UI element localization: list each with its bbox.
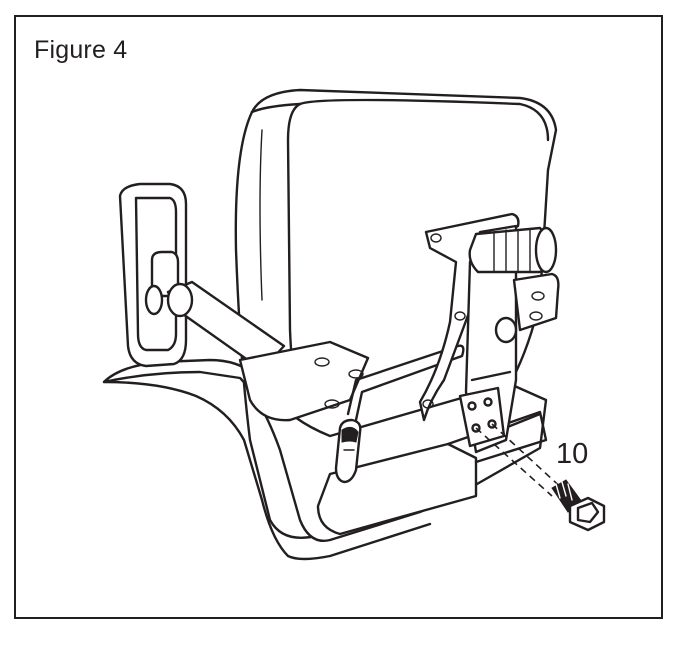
bolt-part-10 — [551, 479, 606, 532]
part-number-callout: 10 — [556, 438, 589, 470]
allen-key-tool — [334, 344, 465, 484]
figure-title: Figure 4 — [34, 36, 128, 64]
mount-bracket — [418, 212, 560, 454]
seat-base — [102, 358, 548, 561]
left-armrest — [118, 182, 188, 368]
screw-guide-lines — [475, 423, 567, 497]
arm-bar — [166, 280, 370, 422]
